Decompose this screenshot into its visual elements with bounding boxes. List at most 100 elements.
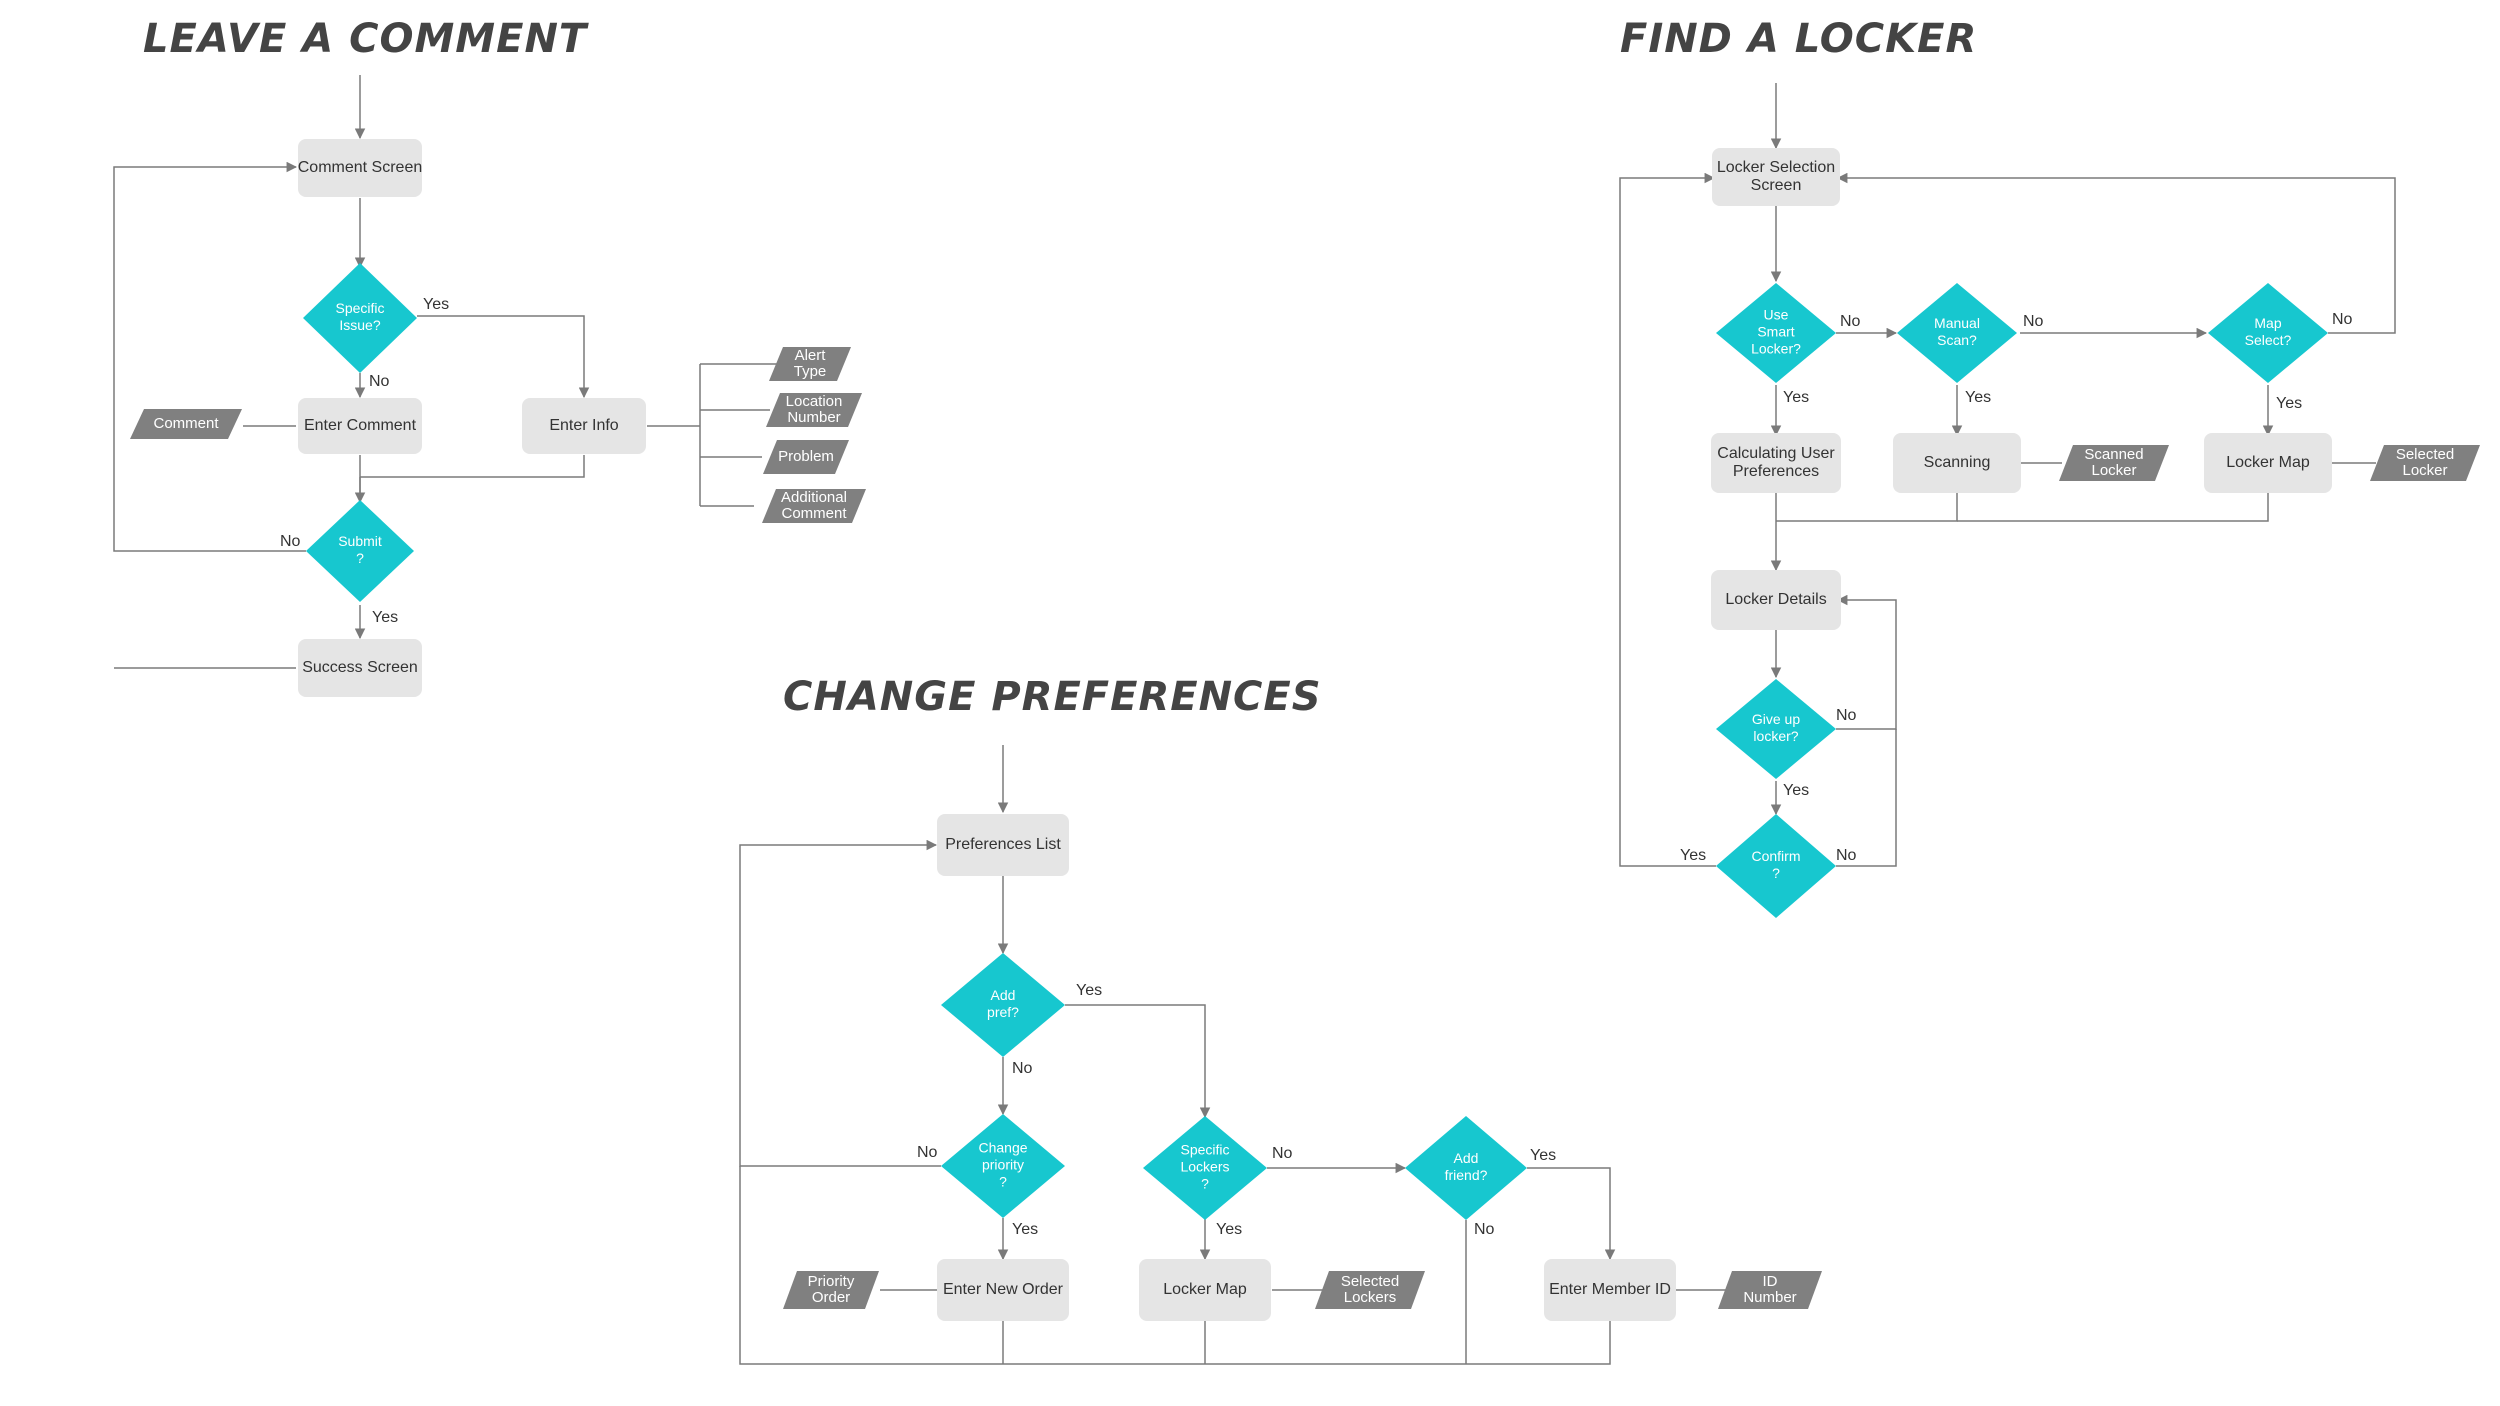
- decision-diamond: [1716, 283, 1836, 383]
- data-location-number-label: Number: [787, 409, 840, 426]
- process-box: [1893, 433, 2021, 493]
- label-yes: Yes: [372, 609, 398, 626]
- process-preferences-list-label: Preferences List: [945, 836, 1061, 853]
- process-enter-info-label: Enter Info: [549, 417, 618, 434]
- decision-diamond: [303, 263, 417, 373]
- data-problem: Problem: [763, 440, 849, 474]
- label-no: No: [2023, 313, 2044, 330]
- title-change-preferences: CHANGE PREFERENCES: [783, 674, 1322, 720]
- process-comment-screen-label: Comment Screen: [298, 159, 423, 176]
- label-no: No: [280, 533, 301, 550]
- decision-give-up-label: Give up: [1752, 711, 1800, 727]
- title-find-a-locker: FIND A LOCKER: [1620, 16, 1977, 62]
- data-priority-order-label: Order: [812, 1289, 850, 1306]
- title-leave-a-comment: LEAVE A COMMENT: [143, 16, 589, 62]
- data-id-number-label: ID: [1763, 1273, 1778, 1290]
- process-box: [1711, 570, 1841, 630]
- decision-map-select-label: Select?: [2245, 332, 2292, 348]
- data-parallelogram: [130, 409, 242, 439]
- data-priority-order-label: Priority: [808, 1273, 855, 1290]
- process-box: [1711, 433, 1841, 493]
- decision-map-select-label: Map: [2254, 315, 2281, 331]
- data-alert-type-label: Alert: [795, 347, 827, 364]
- process-success-screen-label: Success Screen: [302, 659, 418, 676]
- process-enter-new-order: Enter New Order: [937, 1259, 1069, 1321]
- data-parallelogram: [2370, 445, 2480, 481]
- process-locker-details: Locker Details: [1711, 570, 1841, 630]
- label-yes: Yes: [1680, 847, 1706, 864]
- process-locker-selection-screen-label: Locker Selection: [1717, 159, 1835, 176]
- label-yes: Yes: [1783, 389, 1809, 406]
- data-selected-lockers-label: Selected: [1341, 1273, 1399, 1290]
- decision-use-smart-locker-label: Use: [1764, 307, 1789, 323]
- data-additional-comment-label: Additional: [781, 489, 847, 506]
- decision-manual-scan-label: Manual: [1934, 315, 1980, 331]
- process-enter-comment: Enter Comment: [298, 398, 422, 454]
- process-calculating-prefs-label: Preferences: [1733, 463, 1819, 480]
- label-no: No: [1012, 1060, 1033, 1077]
- decision-add-friend-label: friend?: [1445, 1167, 1488, 1183]
- label-yes: Yes: [1012, 1221, 1038, 1238]
- decision-submit-label: ?: [356, 550, 364, 566]
- process-locker-map-cp: Locker Map: [1139, 1259, 1271, 1321]
- data-problem-label: Problem: [778, 448, 834, 465]
- data-parallelogram: [766, 393, 862, 427]
- data-additional-comment-label: Comment: [781, 505, 847, 522]
- process-enter-new-order-label: Enter New Order: [943, 1281, 1064, 1298]
- decision-add-pref-label: pref?: [987, 1004, 1019, 1020]
- process-enter-member-id: Enter Member ID: [1544, 1259, 1676, 1321]
- label-no: No: [1836, 847, 1857, 864]
- decision-diamond: [941, 1114, 1065, 1218]
- process-box: [298, 639, 422, 697]
- data-selected-locker-label: Locker: [2402, 462, 2447, 479]
- process-locker-map-cp-label: Locker Map: [1163, 1281, 1247, 1298]
- label-yes: Yes: [423, 296, 449, 313]
- data-selected-locker-label: Selected: [2396, 446, 2454, 463]
- process-locker-selection-screen-label: Screen: [1751, 177, 1802, 194]
- data-selected-lockers-label: Lockers: [1344, 1289, 1397, 1306]
- decision-use-smart-locker-label: Smart: [1757, 324, 1794, 340]
- decision-diamond: [1897, 283, 2017, 383]
- label-yes: Yes: [1530, 1147, 1556, 1164]
- data-parallelogram: [1718, 1271, 1822, 1309]
- decision-specific-issue-label: Issue?: [339, 317, 380, 333]
- data-parallelogram: [769, 347, 851, 381]
- decision-give-up-label: locker?: [1753, 728, 1798, 744]
- decision-confirm-label: ?: [1772, 865, 1780, 881]
- label-yes: Yes: [1965, 389, 1991, 406]
- process-enter-member-id-label: Enter Member ID: [1549, 1281, 1671, 1298]
- label-no: No: [2332, 311, 2353, 328]
- connector-lines: [113, 75, 2396, 1365]
- process-box: [937, 1259, 1069, 1321]
- process-box: [1544, 1259, 1676, 1321]
- decision-specific-lockers-label: Lockers: [1180, 1159, 1229, 1175]
- process-locker-map-fl: Locker Map: [2204, 433, 2332, 493]
- data-parallelogram: [783, 1271, 879, 1309]
- process-locker-map-fl-label: Locker Map: [2226, 454, 2310, 471]
- process-locker-details-label: Locker Details: [1725, 591, 1826, 608]
- decision-diamond: [941, 953, 1065, 1057]
- decision-diamond: [306, 500, 414, 602]
- process-box: [1712, 148, 1840, 206]
- decision-diamond: [1405, 1116, 1527, 1220]
- decision-add-friend-label: Add: [1454, 1150, 1479, 1166]
- decision-change-priority-label: priority: [982, 1157, 1024, 1173]
- data-location-number-label: Location: [786, 393, 843, 410]
- label-no: No: [1474, 1221, 1495, 1238]
- process-scanning: Scanning: [1893, 433, 2021, 493]
- process-box: [522, 398, 646, 454]
